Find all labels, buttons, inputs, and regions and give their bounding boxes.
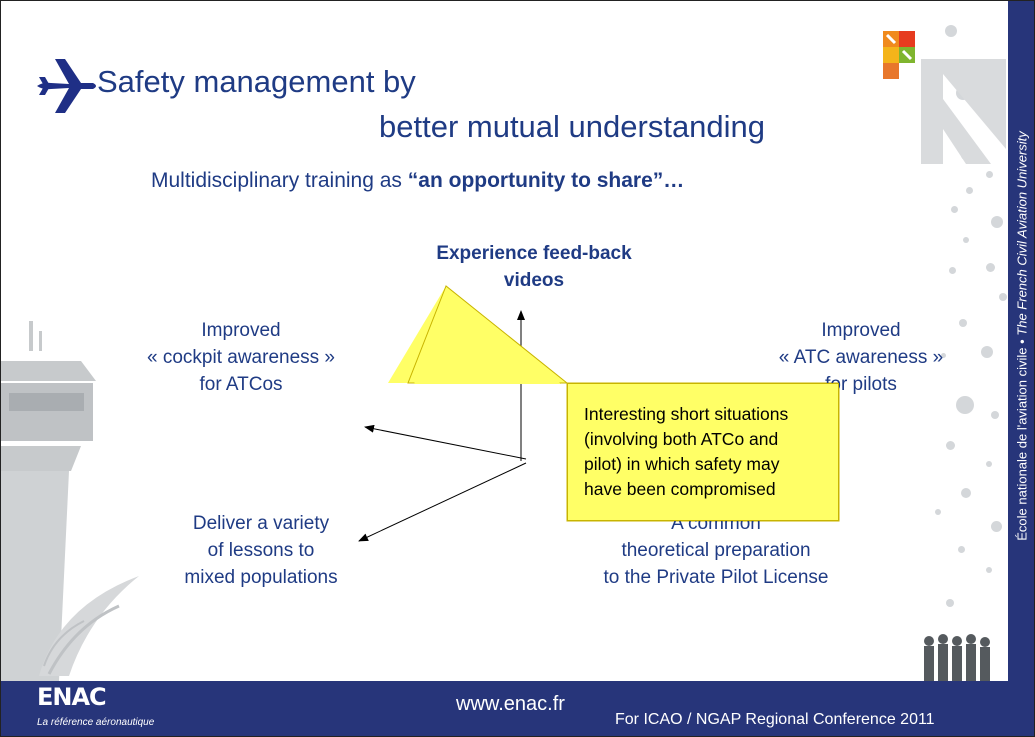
callout-line-4: have been compromised xyxy=(584,479,776,499)
callout xyxy=(567,383,839,521)
airplane-icon xyxy=(37,59,96,113)
footer-bar: ENAC La référence aéronautique www.enac.… xyxy=(1,681,1034,736)
subtitle-normal: Multidisciplinary training as xyxy=(151,169,408,192)
title-line-2: better mutual understanding xyxy=(379,109,766,144)
callout-line-3: pilot) in which safety may xyxy=(584,454,780,474)
node-top-left-line-3: for ATCos xyxy=(199,374,283,395)
node-bottom-right-line-3: to the Private Pilot License xyxy=(603,567,829,588)
control-tower-image xyxy=(1,321,96,681)
node-top-left: Improved « cockpit awareness » for ATCos xyxy=(121,317,361,398)
callout-line-2: (involving both ATCo and xyxy=(584,429,779,449)
footer-url[interactable]: www.enac.fr xyxy=(456,693,565,715)
subtitle-bold: “an opportunity to share”… xyxy=(407,169,685,192)
node-bottom-left: Deliver a variety of lessons to mixed po… xyxy=(141,510,381,591)
node-center: Experience feed-back videos xyxy=(409,240,659,294)
node-center-line-1: Experience feed-back xyxy=(436,243,632,264)
node-top-right: Improved « ATC awareness » for pilots xyxy=(741,317,981,398)
node-top-right-line-2: « ATC awareness » xyxy=(778,347,944,368)
callout-text: Interesting short situations (involving … xyxy=(584,402,788,502)
enac-corner-logo xyxy=(883,31,1006,164)
node-bottom-right: A common theoretical preparation to the … xyxy=(566,510,866,591)
enac-emblem xyxy=(39,576,139,676)
footer-logo-text: ENAC xyxy=(37,683,107,711)
subtitle: Multidisciplinary training as “an opport… xyxy=(151,169,684,193)
title-line-1: Safety management by xyxy=(97,64,416,99)
footer-logo-tagline: La référence aéronautique xyxy=(37,717,155,728)
node-bottom-right-line-2: theoretical preparation xyxy=(621,540,811,561)
node-top-right-line-3: for pilots xyxy=(825,374,897,395)
callout-line-1: Interesting short situations xyxy=(584,404,789,424)
people-silhouettes xyxy=(924,634,990,681)
vertical-strip xyxy=(1008,1,1034,681)
node-top-left-line-2: « cockpit awareness » xyxy=(147,347,335,368)
node-bottom-left-line-3: mixed populations xyxy=(184,567,338,588)
node-center-line-2: videos xyxy=(503,270,565,291)
node-bottom-left-line-2: of lessons to xyxy=(207,540,315,561)
node-top-left-line-1: Improved xyxy=(201,320,281,341)
footer-logo: ENAC La référence aéronautique xyxy=(21,683,211,735)
node-bottom-left-line-1: Deliver a variety xyxy=(192,513,330,534)
node-top-right-line-1: Improved xyxy=(821,320,901,341)
footer-conference: For ICAO / NGAP Regional Conference 2011 xyxy=(615,711,935,728)
